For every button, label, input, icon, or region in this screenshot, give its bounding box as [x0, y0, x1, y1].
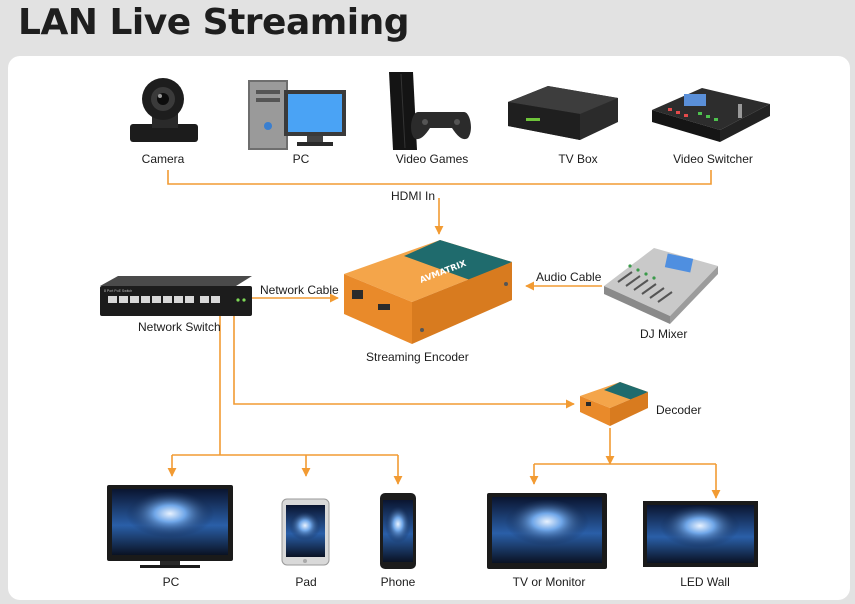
game-console-icon [389, 72, 471, 150]
dj-mixer-icon [604, 248, 718, 324]
video-switcher-icon [652, 88, 770, 142]
switch-to-decoder-arrow [233, 316, 575, 409]
tv-box-icon [508, 86, 618, 140]
source-label-video-switcher: Video Switcher [673, 152, 753, 166]
ptz-camera-icon [130, 78, 198, 142]
tablet-icon [281, 498, 330, 566]
hdmi-in-label: HDMI In [391, 189, 435, 203]
source-label-video-games: Video Games [396, 152, 469, 166]
output-label-phone: Phone [381, 575, 416, 589]
connection-lines [167, 170, 721, 499]
page-title: LAN Live Streaming [18, 2, 410, 43]
tv-icon [487, 493, 607, 569]
streaming-encoder-label: Streaming Encoder [366, 350, 469, 364]
audio-cable-label: Audio Cable [536, 270, 602, 284]
decoder-icon [580, 382, 648, 426]
svg-text:8 Port PoE Switch: 8 Port PoE Switch [104, 289, 132, 293]
network-switch-icon: 8 Port PoE Switch [100, 276, 252, 316]
source-label-pc: PC [293, 152, 310, 166]
streaming-encoder-icon: AVMATRIX [344, 240, 512, 344]
dj-mixer-label: DJ Mixer [640, 327, 687, 341]
output-label-led-wall: LED Wall [680, 575, 730, 589]
output-label-pc: PC [163, 575, 180, 589]
source-label-tv-box: TV Box [558, 152, 597, 166]
output-label-pad: Pad [295, 575, 316, 589]
led-wall-icon [643, 501, 758, 567]
desktop-pc-icon [248, 80, 346, 150]
monitor-icon [107, 485, 233, 568]
network-switch-label: Network Switch [138, 320, 221, 334]
output-label-tv-or-monitor: TV or Monitor [513, 575, 586, 589]
source-label-camera: Camera [142, 152, 185, 166]
phone-icon [380, 493, 416, 569]
hdmi-bus-line [167, 170, 712, 185]
network-cable-label: Network Cable [260, 283, 339, 297]
decoder-label: Decoder [656, 403, 701, 417]
